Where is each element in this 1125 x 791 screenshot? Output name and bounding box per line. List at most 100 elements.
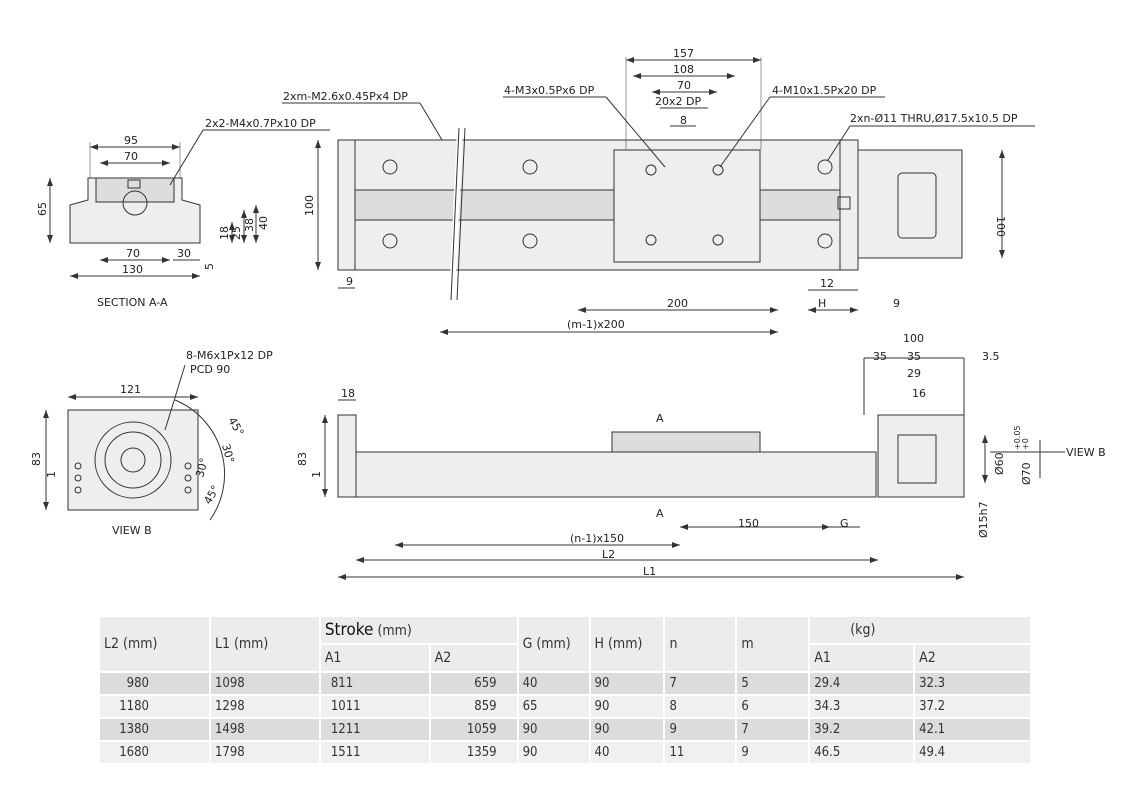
dim: 100 [994,216,1007,237]
dim: 83 [296,452,309,466]
cell: 39.2 [809,718,916,742]
dim: (n-1)x150 [570,532,624,545]
header-kg-a1: A1 [809,644,916,673]
dim: 18 [341,387,355,400]
cell: 90 [589,718,666,742]
cell: 6 [736,695,811,719]
cell: 7 [664,672,738,696]
cell: 90 [589,672,666,696]
cell: 9 [664,718,738,742]
cell: 7 [736,718,811,742]
dim: 30° [219,442,237,464]
cell: 29.4 [809,672,916,696]
dim: 100 [903,332,924,345]
cell: 1059 [429,718,519,742]
dim: 5 [203,263,216,270]
cell: 8 [664,695,738,719]
cell: 811 [319,672,431,696]
cell: 980 [100,672,211,696]
dim: 9 [893,297,900,310]
header-kg: (kg) [809,617,1032,645]
dim: L2 [602,548,615,561]
cell: 1180 [100,695,211,719]
cell: 11 [664,741,738,765]
view-b-arrow-label: VIEW B [1066,446,1106,459]
header-h: H (mm) [589,617,666,673]
cell: 40 [589,741,666,765]
callout-thru-holes: 2xn-Ø11 THRU,Ø17.5x10.5 DP [850,112,1018,125]
header-g: G (mm) [517,617,591,673]
cell: 34.3 [809,695,916,719]
dim: 29 [907,367,921,380]
dim: G [840,517,849,530]
dim: 35 [907,350,921,363]
dim: (m-1)x200 [567,318,625,331]
cell: 40 [517,672,591,696]
dim: 25 [230,226,243,240]
dim: H [818,297,826,310]
dim: 18 [218,226,231,240]
spec-table: L2 (mm) L1 (mm) Stroke (mm) G (mm) H (mm… [100,617,1032,765]
dim: Ø70 [1020,462,1033,485]
dim: 30 [177,247,191,260]
cell: 46.5 [809,741,916,765]
header-stroke-a2: A2 [429,644,519,673]
header-stroke-a1: A1 [319,644,431,673]
section-marker: A [656,412,664,425]
top-view: 2xm-M2.6x0.45Px4 DP 4-M3x0.5Px6 DP 4-M10… [282,47,1035,335]
cell: 1798 [209,741,321,765]
dim: 40 [257,216,270,230]
header-l2: L2 (mm) [100,617,211,673]
dim: 157 [673,47,694,60]
cell: 49.4 [914,741,1032,765]
callout-pcd: PCD 90 [190,363,230,376]
dim: 95 [124,134,138,147]
cell: 5 [736,672,811,696]
callout-m3: 4-M3x0.5Px6 DP [504,84,595,97]
cell: 659 [429,672,519,696]
header-n: n [664,617,738,673]
header-l1: L1 (mm) [209,617,321,673]
dim: 1 [310,471,323,478]
dim: L1 [643,565,656,578]
dim: 35 [873,350,887,363]
side-view: 18 83 1 A A 150 G (n-1)x150 L2 L1 100 35… [296,332,1106,580]
section-title: SECTION A-A [97,296,168,309]
cell: 1511 [319,741,431,765]
dim: Ø15h7 [977,501,990,538]
section-a-a-view: 95 70 65 38 40 25 18 70 30 130 5 2x2-M4x… [36,117,330,309]
dim: 70 [124,150,138,163]
section-marker: A [656,507,664,520]
dim: 65 [36,202,49,216]
dim: 9 [346,275,353,288]
technical-drawing: 95 70 65 38 40 25 18 70 30 130 5 2x2-M4x… [30,47,1106,580]
dim: 150 [738,517,759,530]
header-kg-a2: A2 [914,644,1032,673]
dim: 38 [243,218,256,232]
dim: 121 [120,383,141,396]
cell: 42.1 [914,718,1032,742]
dim: 70 [126,247,140,260]
cell: 859 [429,695,519,719]
view-b-title: VIEW B [112,524,152,537]
dim: 130 [122,263,143,276]
cell: 1011 [319,695,431,719]
cell: 1359 [429,741,519,765]
cell: 37.2 [914,695,1032,719]
cell: 1211 [319,718,431,742]
dim: 108 [673,63,694,76]
cell: 90 [589,695,666,719]
dim: 70 [677,79,691,92]
cell: 1680 [100,741,211,765]
header-m: m [736,617,811,673]
cell: 1380 [100,718,211,742]
callout-m10: 4-M10x1.5Px20 DP [772,84,877,97]
dim: 200 [667,297,688,310]
tolerance: +0 [1021,438,1030,450]
header-stroke: Stroke (mm) [319,617,519,645]
cell: 90 [517,741,591,765]
